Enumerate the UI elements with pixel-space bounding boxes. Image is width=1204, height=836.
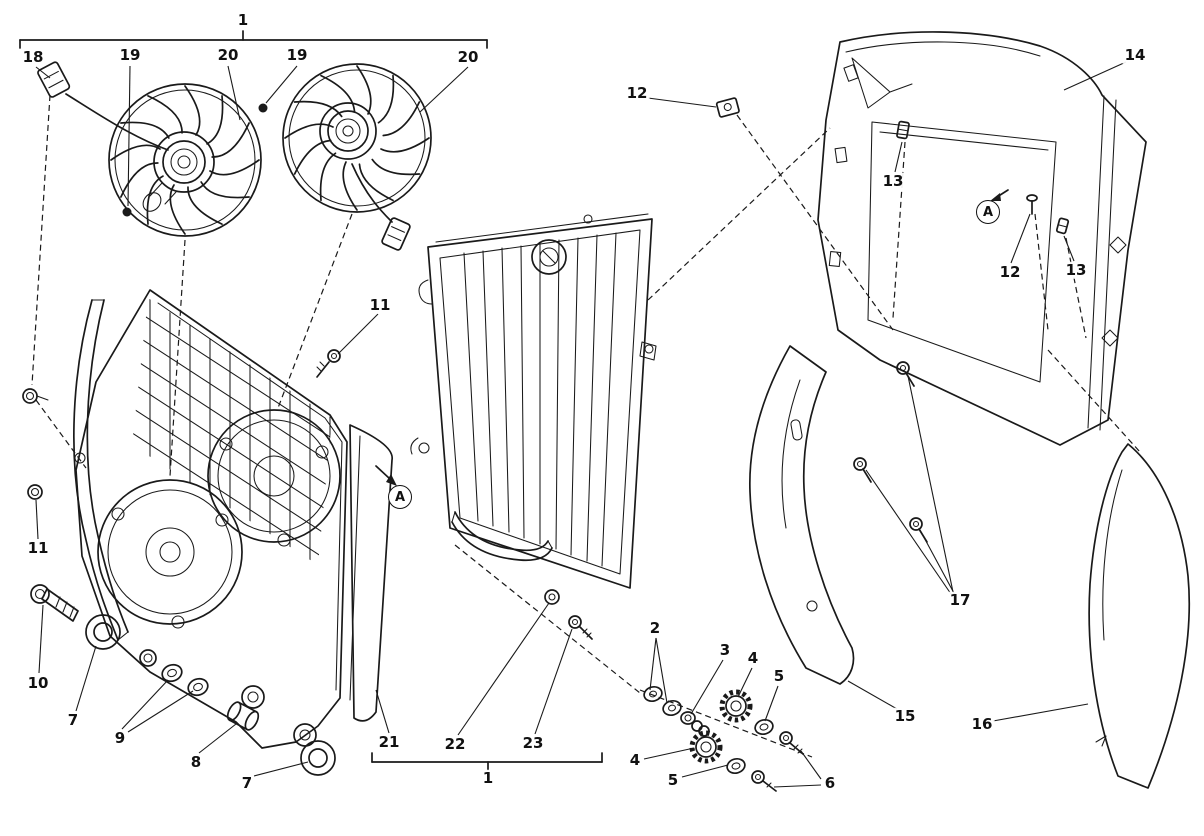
rubber-pin-19b [258, 103, 268, 113]
inner-front-panel [817, 31, 1147, 446]
clip-13b [1055, 217, 1070, 235]
callout-label: 16 [969, 714, 995, 733]
callout-label: 20 [455, 47, 481, 66]
callout-label: 8 [188, 752, 204, 771]
callout-label: 5 [771, 666, 787, 685]
cooling-fan-right [258, 63, 432, 251]
group-brackets [19, 30, 603, 771]
screw-trio [853, 361, 928, 543]
right-trim-panel [1088, 443, 1191, 789]
screw-12b [1026, 194, 1038, 215]
callout-label: 19 [284, 45, 310, 64]
callout-label: 6 [822, 773, 838, 792]
callout-label: 18 [20, 47, 46, 66]
callout-label: 5 [665, 770, 681, 789]
bush-stack-3 [680, 711, 710, 737]
mount-gear-4b [689, 730, 723, 764]
callout-label: 10 [25, 673, 51, 692]
callout-label: 14 [1122, 45, 1148, 64]
front-strip [73, 299, 129, 641]
callout-label: 13 [1063, 260, 1089, 279]
callout-label: 22 [442, 734, 468, 753]
fan-shroud [75, 289, 348, 749]
leader-lines [35, 61, 1127, 788]
detail-marker: A [388, 485, 412, 509]
radiator-washer-22 [544, 589, 560, 605]
cooling-fan-left [37, 61, 262, 237]
callout-label: 15 [892, 706, 918, 725]
callout-label: 4 [745, 648, 761, 667]
callout-label: 13 [880, 171, 906, 190]
callout-label: 12 [997, 262, 1023, 281]
rubber-pin-19a [122, 207, 132, 217]
screw-6b [751, 770, 777, 792]
detail-arrows [375, 189, 1009, 486]
screw-6a [779, 731, 804, 755]
callout-label: 1 [235, 10, 251, 29]
radiator-screw-23 [568, 615, 593, 640]
radiator [410, 213, 657, 640]
side-curtain [349, 424, 393, 722]
lower-hose-guard [451, 511, 553, 562]
fan-right-blades [284, 65, 430, 211]
callout-label: 21 [376, 732, 402, 751]
callout-label: 1 [480, 768, 496, 787]
washers-9 [161, 663, 209, 697]
callout-label: 11 [25, 538, 51, 557]
detail-marker: A [976, 200, 1000, 224]
left-trim-panel [749, 345, 855, 685]
callout-label: 9 [112, 728, 128, 747]
callout-label: 7 [65, 710, 81, 729]
radiator-cap [531, 239, 567, 275]
callout-label: 20 [215, 45, 241, 64]
fan-left-blades [110, 85, 260, 235]
dashed-guides [31, 94, 1141, 758]
callout-label: 7 [239, 773, 255, 792]
fan-connector-right [381, 217, 411, 251]
shroud-grid [132, 298, 332, 565]
clip-13a [896, 120, 910, 140]
spacer-8 [226, 701, 260, 731]
callout-label: 23 [520, 733, 546, 752]
fan-right-wire [351, 163, 393, 223]
mount-gear-4a [719, 689, 753, 723]
callout-label: 4 [627, 750, 643, 769]
callout-label: 2 [647, 618, 663, 637]
callout-label: 11 [367, 295, 393, 314]
grommet-7b [300, 740, 336, 776]
callout-label: 19 [117, 45, 143, 64]
panel-fasteners [715, 97, 1070, 235]
fan-connector-left [37, 61, 71, 98]
nut-12a [715, 97, 740, 118]
mounting-hardware-left [22, 349, 341, 776]
callout-label: 12 [624, 83, 650, 102]
fan-left-wire [65, 93, 169, 151]
radiator-core [463, 232, 617, 567]
bolt-10 [30, 584, 79, 622]
mounting-hardware-bottom [643, 685, 804, 792]
grommet-7a [85, 614, 121, 650]
screw-11a [316, 349, 341, 378]
callout-label: 17 [947, 590, 973, 609]
callout-label: 3 [717, 640, 733, 659]
